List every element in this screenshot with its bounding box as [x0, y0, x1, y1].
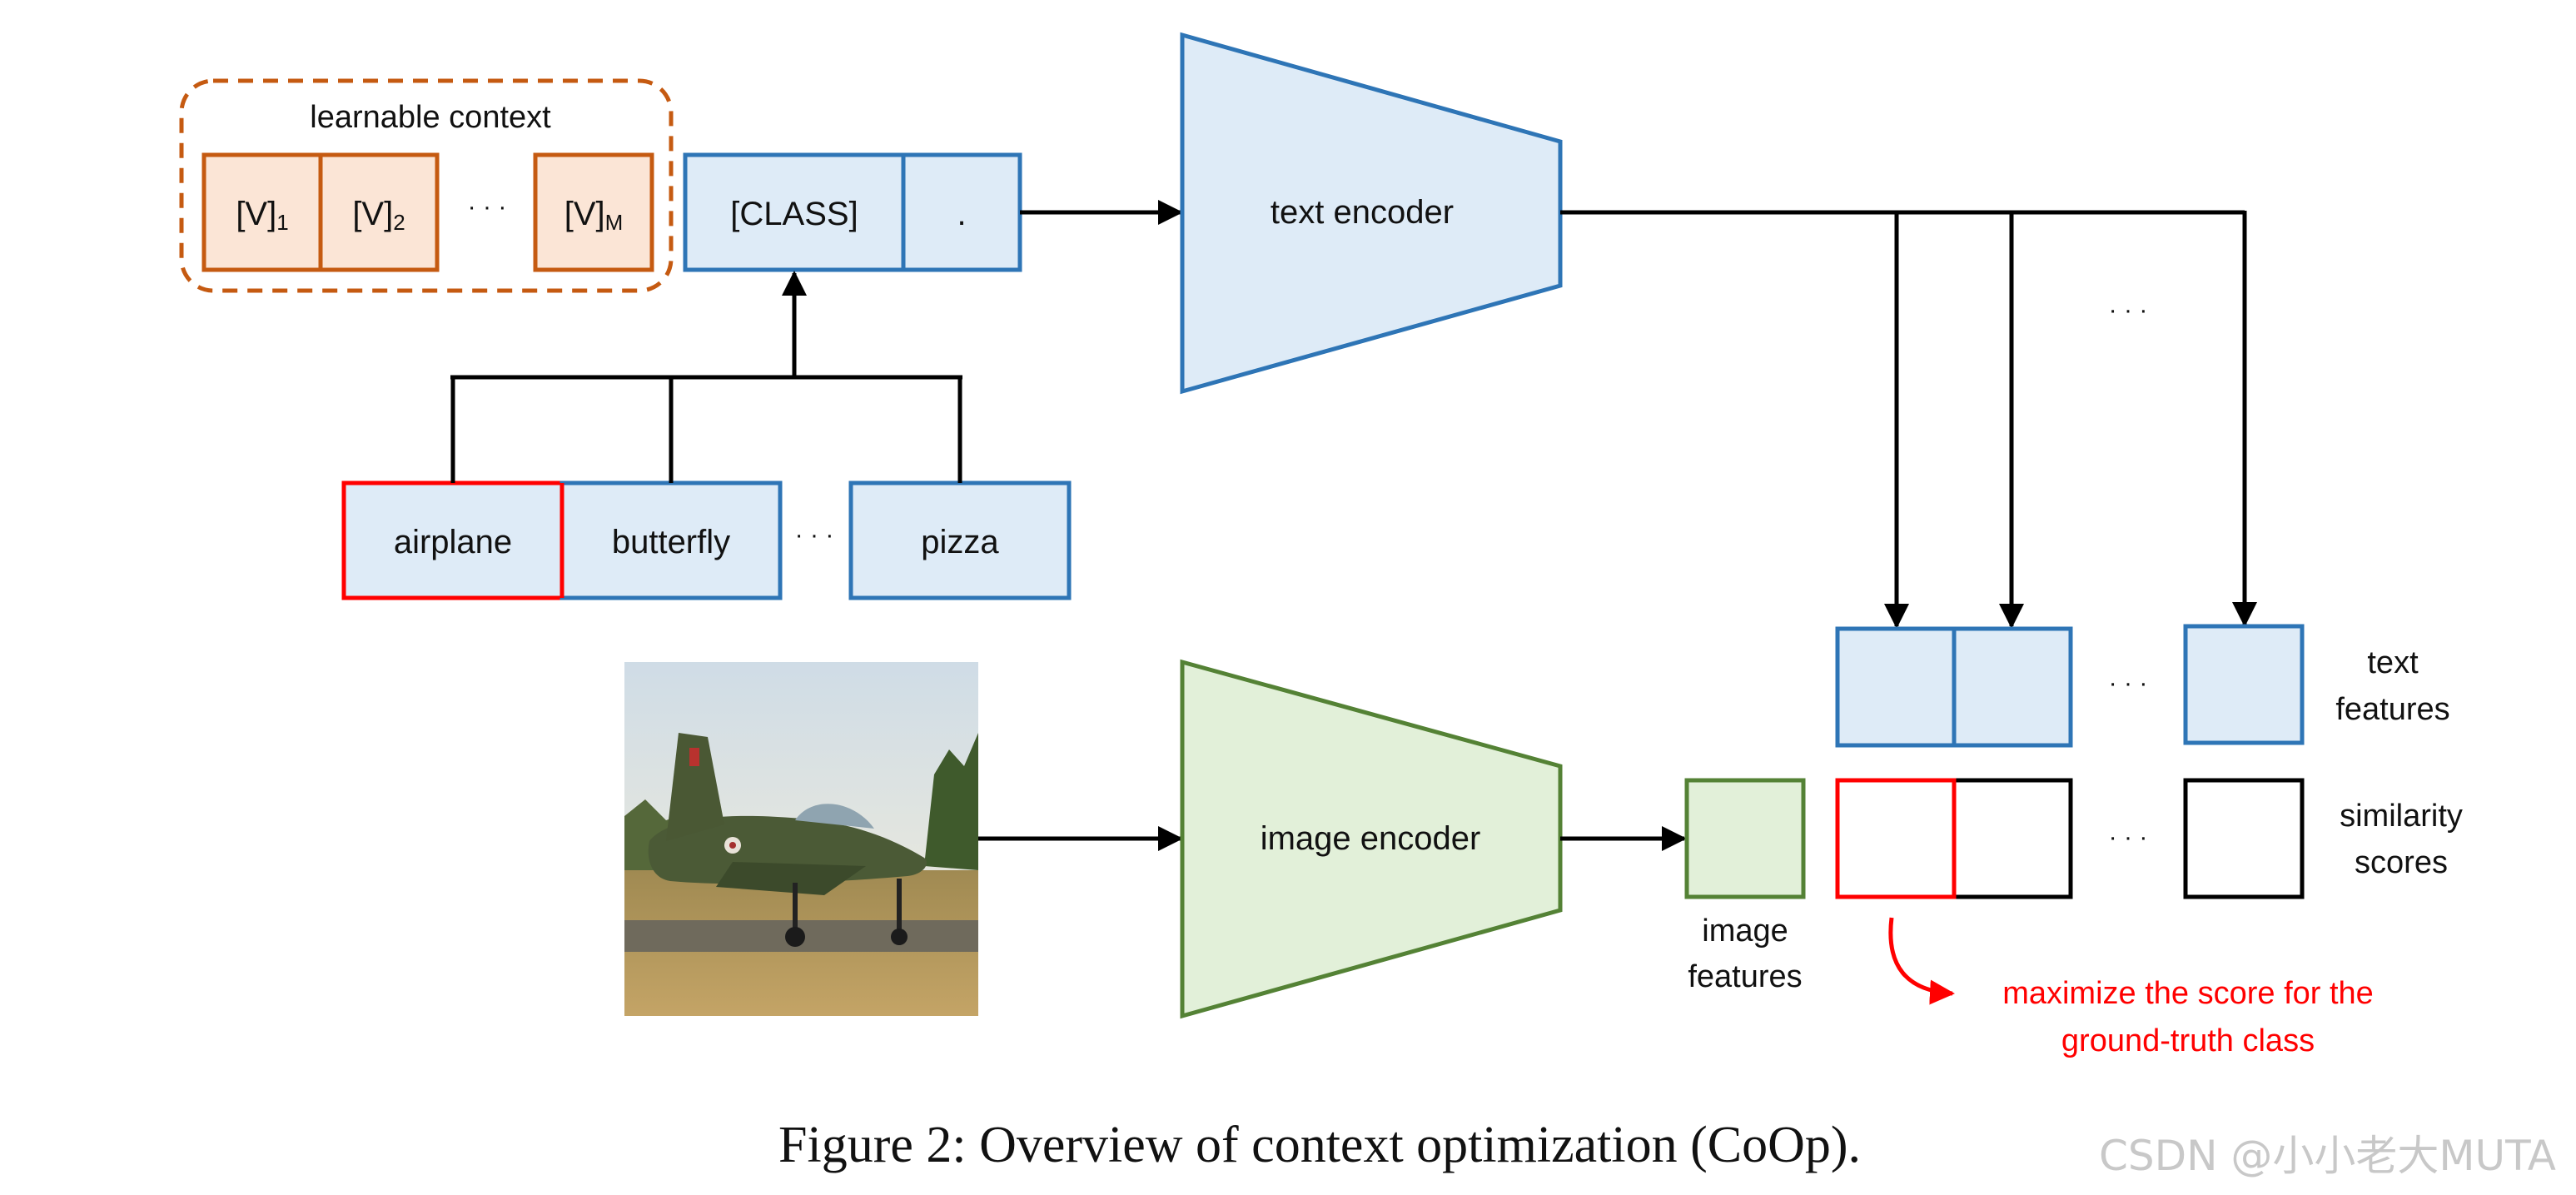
- text-encoder-label: text encoder: [1271, 194, 1454, 231]
- similarity-scores: · · · similarity scores: [1835, 778, 2463, 899]
- objective-line1: maximize the score for the: [2002, 976, 2374, 1011]
- context-token-1: [V]1: [236, 196, 288, 235]
- learnable-context-group: learnable context [V]1 [V]2 [V]M · · ·: [179, 78, 674, 293]
- period-token-label: .: [957, 196, 966, 232]
- class-label-airplane: airplane: [394, 524, 512, 560]
- text-features-ellipsis: · · ·: [2109, 670, 2148, 697]
- learnable-context-title: learnable context: [310, 100, 551, 135]
- text-branch-ellipsis: · · ·: [2109, 296, 2148, 324]
- context-token-box-m: [533, 152, 654, 272]
- class-token-label: [CLASS]: [730, 196, 858, 232]
- class-token-box: [683, 152, 906, 272]
- image-features: image features: [1684, 778, 1806, 994]
- context-token-box-2: [318, 152, 440, 272]
- class-label-pizza: pizza: [921, 524, 999, 560]
- class-ellipsis: · · ·: [795, 521, 834, 549]
- context-token-m-subscript: M: [605, 210, 624, 235]
- watermark: CSDN @小小老大MUTA: [2099, 1132, 2556, 1180]
- objective-annotation: maximize the score for the ground-truth …: [1888, 917, 2374, 1058]
- period-token-box: [901, 152, 1022, 272]
- context-token-2: [V]2: [352, 196, 405, 235]
- class-selection-connector: [450, 271, 962, 483]
- jet-tail: [666, 733, 724, 841]
- prompt-tokens: [CLASS] .: [683, 152, 1022, 272]
- image-encoder: image encoder: [1180, 659, 1563, 1019]
- text-feature-box-n: [2183, 624, 2305, 745]
- jet-wheel-main: [785, 927, 805, 947]
- context-token-m: [V]M: [564, 196, 624, 235]
- class-label-butterfly: butterfly: [612, 524, 730, 560]
- figure-caption: Figure 2: Overview of context optimizati…: [778, 1117, 1861, 1173]
- image-jet: [648, 733, 927, 947]
- text-features: · · · text features: [1835, 624, 2450, 748]
- text-feature-box-2: [1952, 626, 2073, 748]
- scores-label-line1: similarity: [2340, 799, 2463, 834]
- image-features-label-line2: features: [1688, 959, 1802, 994]
- context-ellipsis: · · ·: [468, 193, 507, 221]
- score-box-n: [2183, 778, 2305, 899]
- class-box-airplane: [341, 480, 564, 600]
- context-token-2-base: [V]: [352, 196, 393, 232]
- image-feature-box: [1684, 778, 1806, 899]
- jet-roundel-center: [729, 842, 736, 849]
- score-box-2: [1952, 778, 2073, 899]
- image-trees-right: [924, 733, 978, 870]
- score-box-1: [1835, 778, 1957, 899]
- image-features-label-line1: image: [1702, 914, 1788, 949]
- context-token-box-1: [201, 152, 323, 272]
- context-token-1-subscript: 1: [276, 210, 288, 235]
- context-token-m-base: [V]: [564, 196, 605, 232]
- text-encoder-shape: [1180, 32, 1563, 395]
- text-encoder: text encoder: [1180, 32, 1563, 395]
- jet-canopy: [795, 804, 874, 829]
- image-encoder-shape: [1180, 659, 1563, 1019]
- image-encoder-label: image encoder: [1261, 820, 1481, 857]
- text-features-label-line2: features: [2335, 692, 2449, 727]
- input-image-airplane: [624, 662, 978, 1016]
- jet-fin-flash: [689, 748, 699, 766]
- scores-ellipsis: · · ·: [2109, 824, 2148, 851]
- text-feature-connectors: [1560, 210, 2257, 629]
- objective-line2: ground-truth class: [2061, 1023, 2315, 1058]
- scores-label-line2: scores: [2355, 845, 2448, 880]
- learnable-context-frame: [179, 78, 674, 293]
- jet-wing: [716, 862, 866, 895]
- class-candidates: airplane butterfly pizza · · ·: [341, 480, 1072, 600]
- jet-wheel-front: [891, 929, 908, 945]
- text-features-label-line1: text: [2367, 645, 2419, 680]
- context-token-1-base: [V]: [236, 196, 276, 232]
- objective-arrow: [1888, 917, 1955, 1005]
- class-box-pizza: [848, 480, 1072, 600]
- text-feature-box-1: [1835, 626, 1957, 748]
- context-token-2-subscript: 2: [393, 210, 405, 235]
